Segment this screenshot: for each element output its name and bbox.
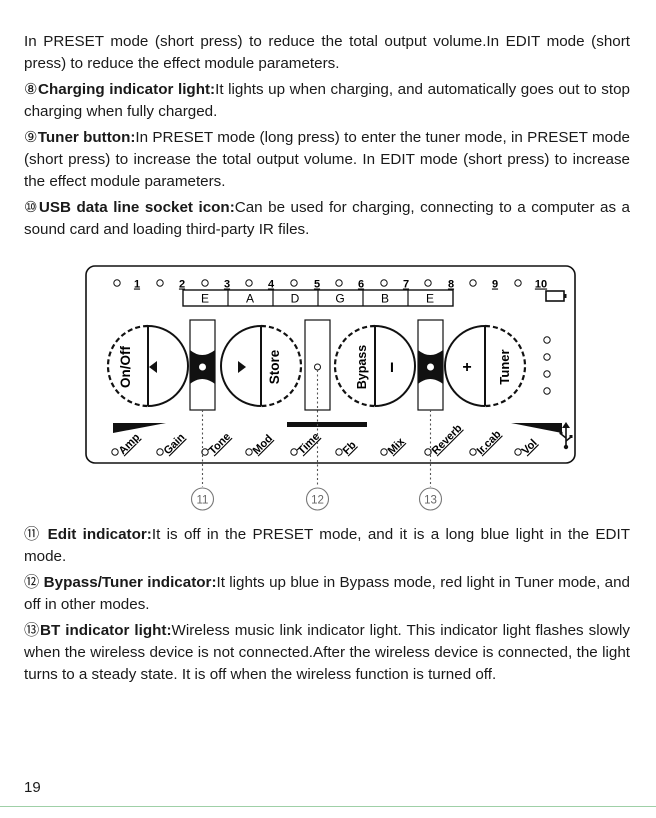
footer-divider	[0, 806, 656, 807]
preset-number: 1	[134, 279, 140, 291]
module-label: Amp	[117, 431, 143, 457]
paragraph-bt-indicator: ⑬BT indicator light:Wireless music link …	[24, 620, 630, 686]
item-label: Charging indicator light:	[38, 81, 216, 98]
bypass-tuner-indicator	[304, 319, 331, 411]
module-label: Vol	[520, 437, 540, 457]
preset-number: 10	[535, 279, 547, 291]
preset-number: 6	[358, 279, 364, 291]
bt-indicator: BT	[417, 319, 444, 411]
item-label: USB data line socket icon:	[38, 199, 235, 216]
module-row: Amp Gain Tone Mod Time Fb Mix Reverb Ir.…	[111, 422, 540, 458]
preset-led	[156, 279, 164, 287]
right-wedge	[511, 423, 562, 433]
callout-leaders	[201, 370, 432, 487]
preset-number: 2	[179, 279, 185, 291]
preset-row: 1 2 3 4 5 6 7 8 9 10	[113, 279, 547, 291]
usb-icon	[559, 422, 573, 450]
tuner-note: B	[381, 292, 389, 306]
paragraph-volume-down: In PRESET mode (short press) to reduce t…	[24, 33, 630, 72]
battery-icon	[545, 290, 567, 302]
preset-number: 4	[268, 279, 275, 291]
footswitch-bypass[interactable]: Bypass I	[333, 324, 416, 408]
callout-number: 12	[311, 495, 324, 507]
edit-indicator: Edit	[189, 319, 216, 411]
preset-number: 5	[314, 279, 320, 291]
module-label: Reverb	[430, 422, 465, 457]
item-number: ⑬	[24, 622, 40, 639]
page-number: 19	[24, 779, 41, 796]
paragraph-usb-socket: ⑩USB data line socket icon:Can be used f…	[24, 197, 630, 241]
module-label: Fb	[341, 439, 359, 457]
preset-led	[201, 279, 209, 287]
onoff-label: On/Off	[118, 346, 133, 388]
paragraph-tuner-button: ⑨Tuner button:In PRESET mode (long press…	[24, 127, 630, 193]
store-label: Store	[267, 349, 282, 384]
tuner-note-row: E A D G B E	[182, 289, 454, 307]
footswitch-tuner[interactable]: + Tuner	[444, 324, 527, 408]
device-body	[85, 265, 576, 464]
item-text: Can be used for charging, connecting to …	[24, 199, 631, 238]
footswitch-store[interactable]: Store	[220, 324, 303, 408]
module-label: Mod	[251, 433, 275, 457]
preset-led	[113, 279, 121, 287]
item-text: It lights up blue in Bypass mode, red li…	[24, 574, 630, 613]
item-number: ⑧	[24, 81, 38, 98]
edit-label: Edit	[198, 385, 209, 405]
preset-number: 7	[403, 279, 409, 291]
bypass-label: Bypass	[355, 345, 369, 390]
right-leds	[543, 336, 551, 395]
footswitch-onoff[interactable]: On/Off	[106, 324, 189, 408]
bt-label: BT	[426, 388, 437, 401]
preset-led	[469, 279, 477, 287]
item-label: Edit indicator:	[47, 526, 152, 543]
item-text: It lights up when charging, and automati…	[24, 81, 630, 120]
item-label: BT indicator light:	[40, 622, 172, 639]
module-label: Tone	[207, 431, 233, 457]
item-text: It is off in the PRESET mode, and it is …	[24, 526, 631, 565]
preset-led	[335, 279, 343, 287]
tuner-label: Tuner	[497, 349, 512, 384]
paragraph-edit-indicator: ⑪ Edit indicator:It is off in the PRESET…	[24, 524, 630, 568]
right-arrow-icon	[238, 361, 246, 373]
preset-led	[380, 279, 388, 287]
callout-number: 11	[197, 495, 209, 507]
tuner-note: D	[291, 292, 300, 306]
callout-markers: 11 12 13	[190, 487, 443, 511]
left-wedge	[113, 423, 166, 433]
tuner-note: A	[246, 292, 254, 306]
module-label: Time	[296, 431, 323, 458]
paragraph-bypass-tuner-indicator: ⑫ Bypass/Tuner indicator:It lights up bl…	[24, 572, 630, 616]
item-label: Bypass/Tuner indicator:	[43, 574, 217, 591]
preset-led	[514, 279, 522, 287]
preset-led	[290, 279, 298, 287]
preset-number: 9	[492, 279, 498, 291]
item-number: ⑪	[24, 526, 42, 543]
preset-led	[245, 279, 253, 287]
module-label: Mix	[386, 435, 408, 457]
tuner-note: E	[201, 292, 209, 306]
item-label: Tuner button:	[37, 129, 136, 146]
preset-number: 8	[448, 279, 454, 291]
paragraph-charging-indicator: ⑧Charging indicator light:It lights up w…	[24, 79, 630, 123]
tuner-note: G	[335, 292, 344, 306]
item-number: ⑩	[24, 199, 39, 216]
module-label: Gain	[162, 431, 188, 457]
minus-label: I	[390, 359, 394, 375]
preset-number: 3	[224, 279, 230, 291]
preset-led	[424, 279, 432, 287]
tuner-note: E	[426, 292, 434, 306]
item-number: ⑫	[24, 574, 40, 591]
callout-number: 13	[424, 495, 437, 507]
plus-label: +	[462, 359, 471, 376]
module-label: Ir.cab	[475, 428, 504, 457]
item-text: In PRESET mode (long press) to enter the…	[24, 129, 630, 190]
item-text: Wireless music link indicator light. Thi…	[24, 622, 631, 683]
item-number: ⑨	[24, 129, 38, 146]
bottom-text: ⑪ Edit indicator:It is off in the PRESET…	[24, 524, 630, 690]
left-arrow-icon	[149, 361, 157, 373]
center-bar	[287, 422, 367, 427]
top-text: In PRESET mode (short press) to reduce t…	[24, 31, 630, 245]
